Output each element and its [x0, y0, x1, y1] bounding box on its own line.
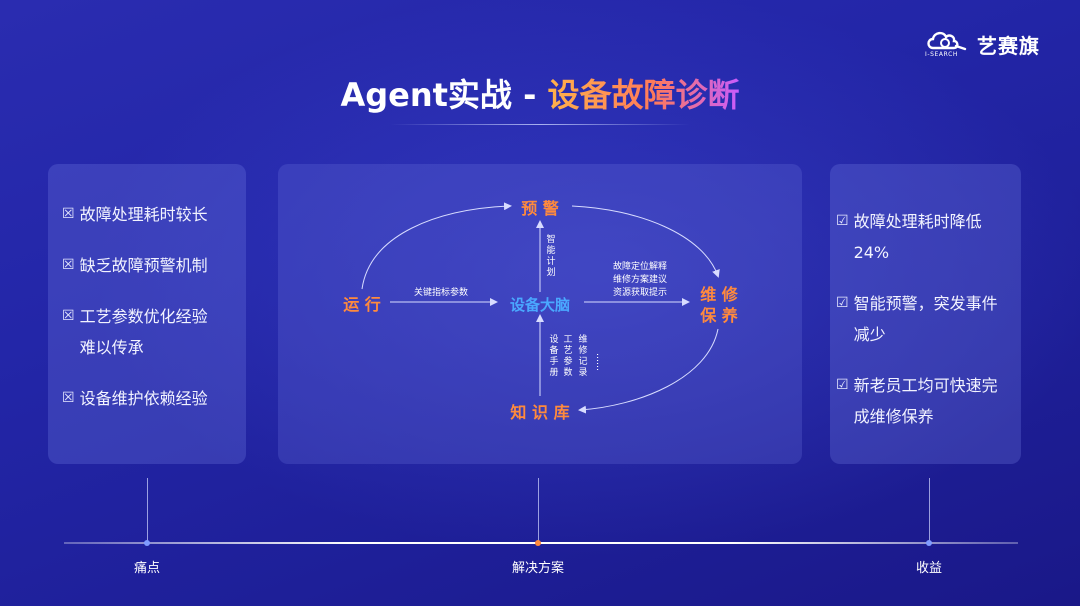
checked-box-icon: ☑ — [836, 377, 849, 393]
label-doc-process: 数 — [563, 366, 572, 378]
pain-item-text: 故障处理耗时较长 — [79, 205, 208, 224]
unchecked-box-icon: ☒ — [62, 206, 75, 222]
label-doc-records: 修 — [578, 344, 587, 356]
timeline-dot-solution — [535, 540, 541, 546]
title-underline — [390, 124, 690, 125]
brand-subtitle: I-SEARCH — [925, 51, 959, 58]
pain-item: ☒ 缺乏故障预警机制 — [62, 250, 237, 281]
benefit-item: ☑ 故障处理耗时降低 24% — [836, 206, 1016, 268]
benefit-item: ☑ 智能预警，突发事件 减少 — [836, 288, 1016, 350]
pain-item: ☒ 故障处理耗时较长 — [62, 199, 237, 230]
pain-item: ☒ 设备维护依赖经验 — [62, 383, 237, 414]
connector-benefit — [929, 478, 930, 542]
label-doc-process: 艺 — [563, 345, 572, 356]
unchecked-box-icon: ☒ — [62, 257, 75, 273]
label-repair-suggestion: 维修方案建议 — [613, 273, 667, 285]
label-smart-plan-char: 划 — [546, 266, 555, 278]
timeline-label-benefit: 收益 — [915, 561, 942, 576]
connector-solution — [538, 478, 539, 542]
timeline-dot-benefit — [926, 540, 932, 546]
arc-operation-to-warning — [361, 202, 512, 290]
benefit-item-text: 故障处理耗时降低 24% — [853, 212, 982, 262]
label-smart-plan: 智 能 计 划 — [546, 233, 555, 278]
benefit-item-text: 新老员工均可快速完 成维修保养 — [853, 376, 998, 426]
title-part1: Agent实战 - — [340, 76, 548, 114]
connector-pain — [147, 478, 148, 542]
page-title: Agent实战 - 设备故障诊断 — [0, 70, 1080, 116]
cloud-search-icon: I-SEARCH — [925, 26, 975, 58]
timeline-label-solution: 解决方案 — [511, 561, 564, 576]
benefit-item: ☑ 新老员工均可快速完 成维修保养 — [836, 370, 1016, 432]
label-doc-process: 工 — [563, 335, 572, 345]
title-part2: 设备故障诊断 — [547, 76, 740, 114]
label-doc-records: 记 — [578, 356, 587, 367]
label-fault-location: 故障定位解释 — [613, 260, 667, 272]
checked-box-icon: ☑ — [836, 295, 849, 311]
label-smart-plan-char: 计 — [546, 255, 555, 267]
label-key-params: 关键指标参数 — [414, 286, 468, 298]
pain-item-text: 设备维护依赖经验 — [79, 389, 208, 408]
timeline-bar — [64, 542, 1018, 544]
brand-logo: I-SEARCH 艺赛旗 — [925, 26, 1040, 59]
arc-maintenance-to-knowledge — [578, 328, 719, 414]
label-doc-records: 维 — [578, 333, 587, 345]
node-warning: 预 警 — [521, 199, 559, 218]
unchecked-box-icon: ☒ — [62, 308, 75, 324]
label-doc-manual: 设 — [549, 334, 558, 345]
label-doc-process: 参 — [563, 355, 572, 367]
label-doc-ellipsis: …… — [594, 353, 604, 371]
fault-diagnosis-diagram: 预 警 运 行 设备大脑 维 修 保 养 知 识 库 关键指标参数 智 能 计 … — [343, 199, 739, 422]
brand-name: 艺赛旗 — [977, 34, 1040, 58]
label-doc-manual: 备 — [549, 344, 558, 356]
benefit-item-text: 智能预警，突发事件 减少 — [853, 294, 998, 344]
node-knowledge: 知 识 库 — [510, 403, 569, 422]
node-maintenance-line2: 保 养 — [699, 306, 739, 325]
pain-points-panel — [48, 164, 246, 464]
label-smart-plan-char: 智 — [546, 233, 555, 245]
node-brain: 设备大脑 — [510, 296, 570, 314]
label-doc-manual: 册 — [549, 367, 558, 378]
timeline-label-pain: 痛点 — [133, 561, 160, 576]
arc-warning-to-maintenance — [571, 205, 720, 278]
label-doc-records: 录 — [578, 367, 587, 378]
label-resource-hint: 资源获取提示 — [613, 287, 667, 298]
pain-item: ☒ 工艺参数优化经验 难以传承 — [62, 301, 237, 363]
pain-item-text: 工艺参数优化经验 难以传承 — [79, 307, 208, 357]
pain-item-text: 缺乏故障预警机制 — [79, 256, 208, 275]
timeline-dot-pain — [144, 540, 150, 546]
label-doc-manual: 手 — [549, 355, 558, 367]
node-maintenance-line1: 维 修 — [700, 285, 739, 304]
checked-box-icon: ☑ — [836, 213, 849, 229]
unchecked-box-icon: ☒ — [62, 390, 75, 406]
benefits-panel — [830, 164, 1021, 464]
node-operation: 运 行 — [343, 295, 381, 314]
label-smart-plan-char: 能 — [546, 244, 555, 256]
